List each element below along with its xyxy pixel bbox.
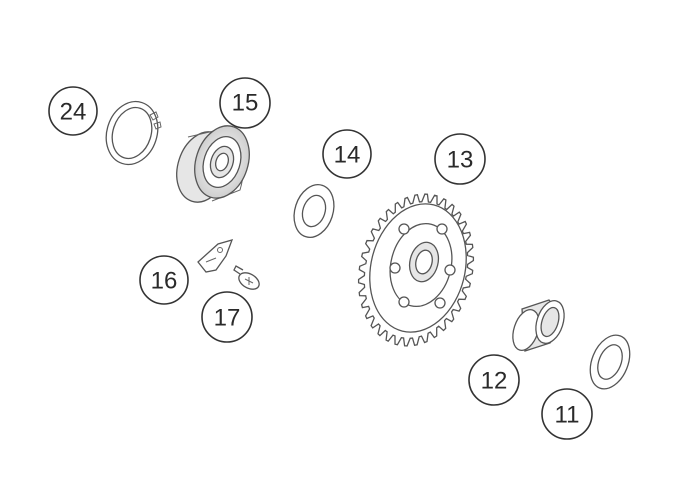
callout-24[interactable]: 24 <box>48 86 98 136</box>
callout-11-label: 11 <box>555 402 580 429</box>
callout-16[interactable]: 16 <box>139 255 189 305</box>
part-12-needle-bearing <box>512 299 565 352</box>
callout-14-label: 14 <box>334 142 361 169</box>
callout-12-label: 12 <box>481 368 508 395</box>
part-24-circlip <box>105 100 162 166</box>
part-17-screw <box>233 265 260 290</box>
callout-17[interactable]: 17 <box>201 291 253 343</box>
callout-15[interactable]: 15 <box>219 77 271 129</box>
callout-13[interactable]: 13 <box>434 133 486 185</box>
callout-11[interactable]: 11 <box>541 388 593 440</box>
callout-16-label: 16 <box>151 268 178 295</box>
part-11-washer <box>589 334 631 390</box>
callout-24-label: 24 <box>60 99 87 126</box>
callout-15-label: 15 <box>232 90 259 117</box>
callout-14[interactable]: 14 <box>322 129 372 179</box>
part-13-gear <box>357 193 475 347</box>
part-15-bearing <box>176 125 250 203</box>
callout-12[interactable]: 12 <box>468 354 520 406</box>
part-14-washer <box>293 184 335 238</box>
callout-17-label: 17 <box>214 305 241 332</box>
part-16-lock-plate <box>197 239 234 273</box>
callout-13-label: 13 <box>447 147 474 174</box>
